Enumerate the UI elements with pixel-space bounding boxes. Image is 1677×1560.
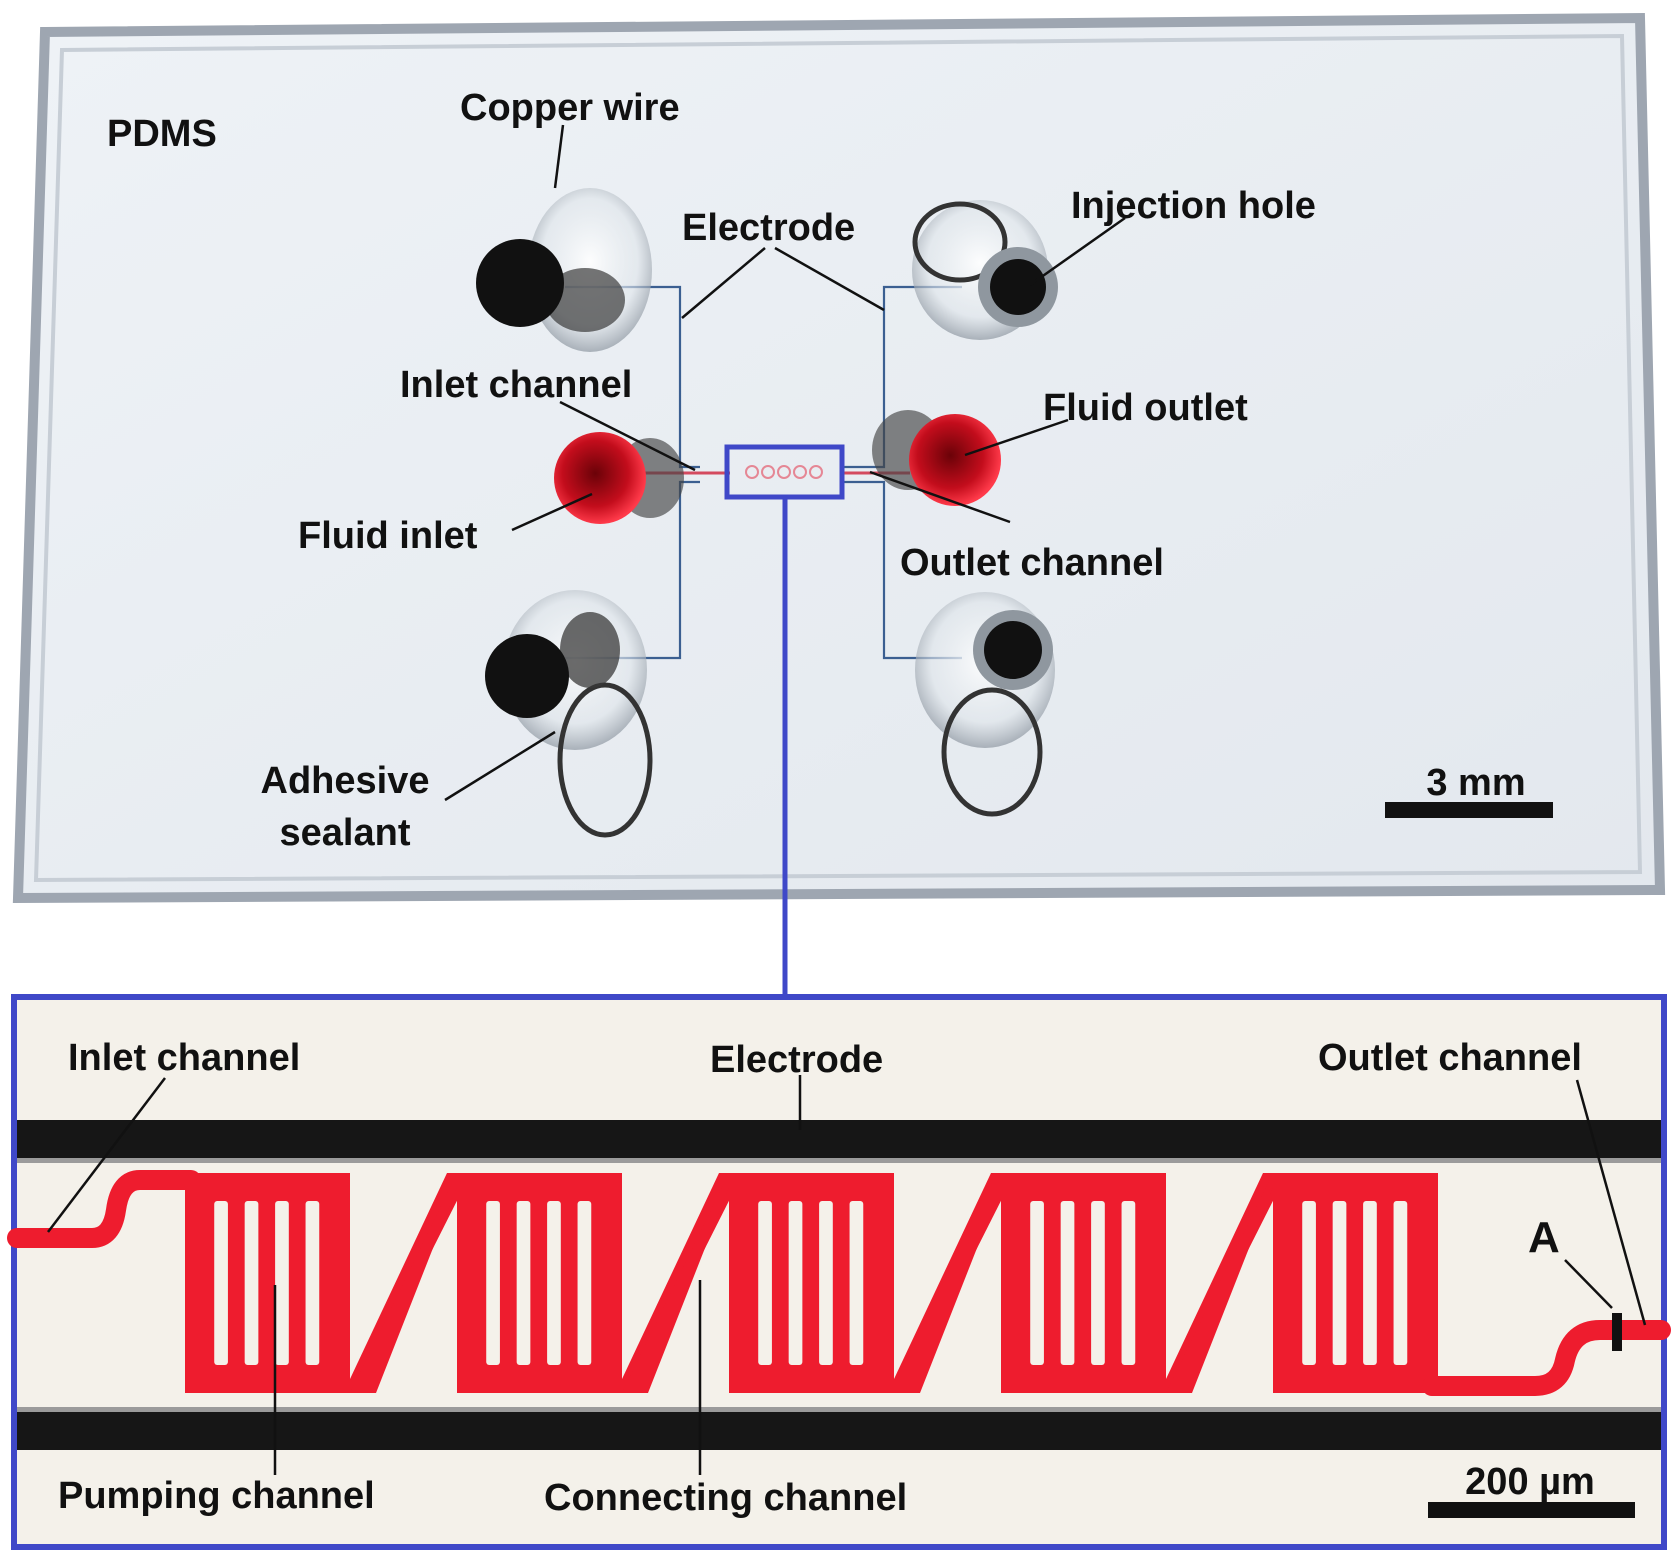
pumping-channel-slit (577, 1201, 592, 1365)
connecting-channel-segment (1166, 1173, 1273, 1393)
copper-wire-leader (553, 124, 565, 189)
micropump-zoom-panel: A 200 µm Inlet channel Electrode Outlet … (7, 994, 1671, 1550)
port-right-lower (915, 592, 1055, 817)
scale-bar-200um (1428, 1502, 1635, 1518)
pumping-channel-slit (819, 1201, 833, 1365)
port-right-upper (912, 200, 1058, 340)
label-adhesive: Adhesive (261, 760, 430, 802)
fluid-outlet-drop (909, 414, 1001, 506)
outlet-channel-leader (869, 470, 1011, 524)
chip-photo-panel: 3 mm PDMS Copper wire Electrode Injectio… (10, 12, 1667, 917)
label-pumping-channel: Pumping channel (58, 1475, 375, 1517)
fluid-outlet-port (872, 410, 1001, 506)
pumping-channel-slit (214, 1201, 228, 1365)
port-left-upper (476, 188, 652, 352)
pumping-channel-slit (547, 1201, 561, 1365)
fluid-inlet-port (554, 432, 684, 524)
label-inlet-channel-zoom: Inlet channel (68, 1037, 300, 1079)
pumping-channel-unit (729, 1173, 894, 1393)
pumping-channel-slit (1060, 1201, 1075, 1365)
electrode-band-lower (17, 1412, 1661, 1450)
micropump-channel-network (7, 1170, 1671, 1396)
pumping-channel-slit (758, 1201, 772, 1365)
injection-hole (990, 259, 1046, 315)
label-electrode-top: Electrode (682, 207, 855, 249)
electrode-band-lower-edge (17, 1407, 1661, 1412)
label-copper-wire: Copper wire (460, 87, 680, 129)
label-fluid-inlet: Fluid inlet (298, 515, 478, 557)
electrode-band-upper-edge (17, 1158, 1661, 1163)
adhesive-sealant-leader (444, 730, 556, 802)
label-outlet-channel-zoom: Outlet channel (1318, 1037, 1582, 1079)
label-outlet-channel-top: Outlet channel (900, 542, 1164, 584)
top-leader-lines (444, 124, 1126, 802)
pumping-channel-slit (1393, 1201, 1408, 1365)
pumping-channel-slit (1332, 1201, 1347, 1365)
port-left-lower (485, 590, 653, 838)
fluid-inlet-leader (511, 492, 593, 532)
pumping-channel-unit (457, 1173, 622, 1393)
wire-loop (941, 687, 1043, 817)
pumping-channel-unit (185, 1173, 350, 1393)
connecting-channel-segment (894, 1173, 1001, 1393)
injection-hole (984, 621, 1042, 679)
label-electrode-zoom: Electrode (710, 1039, 883, 1081)
scale-bar-200um-label: 200 µm (1465, 1461, 1595, 1503)
injection-hole-leader (1029, 216, 1126, 287)
electrode-leader-left (681, 247, 766, 319)
electrode-leader-right (774, 246, 885, 312)
pumping-channel-unit (1001, 1173, 1166, 1393)
wire-shadow (545, 268, 625, 332)
label-fluid-outlet: Fluid outlet (1043, 387, 1248, 429)
bottom-leader-lines (47, 1075, 1647, 1475)
label-sealant: sealant (280, 812, 411, 854)
mini-pump-unit (809, 465, 823, 479)
outlet-channel-segment (1422, 1320, 1671, 1396)
pumping-channel-slit (1121, 1201, 1136, 1365)
pumping-channel-slit (516, 1201, 531, 1365)
pumping-channel-slit (849, 1201, 864, 1365)
inlet-channel-segment (7, 1170, 201, 1248)
pumping-channel-slit (305, 1201, 320, 1365)
pdms-chip-body (12, 12, 1666, 904)
label-marker-a: A (1528, 1213, 1560, 1262)
pumping-channel-slit (1030, 1201, 1044, 1365)
copper-wire-contact (476, 239, 564, 327)
wire-loop (557, 682, 653, 838)
label-injection-hole: Injection hole (1071, 185, 1316, 227)
inlet-channel-leader (559, 400, 696, 472)
fluid-inlet-drop (554, 432, 646, 524)
wire-shadow (560, 612, 620, 688)
pumping-channel-slit (486, 1201, 500, 1365)
mini-pump-unit (761, 465, 775, 479)
marker-a-bar (1612, 1313, 1622, 1351)
connecting-channel-segment (350, 1173, 457, 1393)
pumping-channel-unit (1273, 1173, 1438, 1393)
copper-wire-contact (485, 634, 569, 718)
label-connecting-channel: Connecting channel (544, 1477, 907, 1519)
mini-pump-unit (777, 465, 791, 479)
pumping-channel-slit (1091, 1201, 1105, 1365)
pumping-channel-slit (275, 1201, 289, 1365)
inlet-channel-zoom-leader (47, 1077, 166, 1233)
pumping-channel-slit (1363, 1201, 1377, 1365)
label-pdms: PDMS (107, 113, 217, 155)
connecting-channel-segment (622, 1173, 729, 1393)
pumping-channel-slit (1302, 1201, 1316, 1365)
marker-a-leader (1564, 1259, 1613, 1309)
electrode-band-upper (17, 1120, 1661, 1158)
wire-loop (912, 201, 1008, 283)
pumping-channel-slit (244, 1201, 259, 1365)
micropump-miniature (745, 465, 823, 479)
label-inlet-channel-top: Inlet channel (400, 364, 632, 406)
mini-pump-unit (745, 465, 759, 479)
scale-bar-3mm (1385, 802, 1553, 818)
fluid-outlet-leader (964, 418, 1069, 457)
mini-pump-unit (793, 465, 807, 479)
outlet-channel-zoom-leader (1575, 1079, 1647, 1326)
pdms-chip-inner-edge (33, 33, 1643, 883)
scale-bar-3mm-label: 3 mm (1426, 762, 1525, 804)
pumping-channel-slit (788, 1201, 803, 1365)
